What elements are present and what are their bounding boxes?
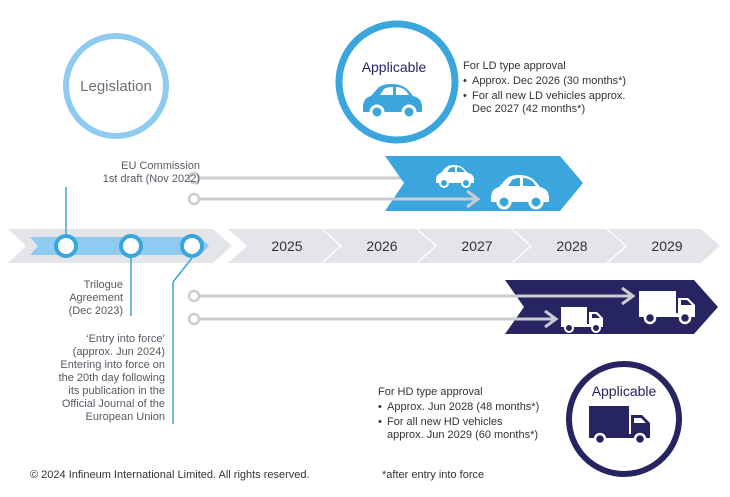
- chevron-2028: [513, 229, 625, 263]
- chevron-2025: [228, 229, 340, 263]
- entry-line: its publication in the: [68, 385, 165, 397]
- trilogue-line: (Dec 2023): [68, 305, 123, 317]
- ld-bullet: For all new LD vehicles approx. Dec 2027…: [463, 90, 725, 116]
- ld-applicable-banner: [385, 156, 583, 211]
- hd-bullet: Approx. Jun 2028 (48 months*): [378, 401, 568, 414]
- hd-info-block: For HD type approval Approx. Jun 2028 (4…: [378, 386, 568, 442]
- car-icon: [491, 175, 549, 210]
- hd-bullet-line: Approx. Jun 2028 (48 months*): [387, 401, 540, 413]
- entry-line: Entering into force on: [60, 359, 165, 371]
- ld-applicable-circle: [335, 20, 459, 144]
- connector-start: [187, 312, 201, 326]
- ld-bullets: Approx. Dec 2026 (30 months*) For all ne…: [463, 75, 725, 116]
- milestone-commission-marker: [54, 234, 78, 258]
- entry-line: ‘Entry into force’: [86, 333, 165, 345]
- year-label: 2028: [556, 238, 587, 254]
- year-label: 2025: [271, 238, 302, 254]
- footnote-text: *after entry into force: [382, 469, 485, 481]
- year-label: 2027: [461, 238, 492, 254]
- ld-connector-overlay: [200, 189, 481, 209]
- trilogue-text: Trilogue Agreement (Dec 2023): [20, 279, 123, 318]
- truck-icon: [639, 291, 695, 325]
- year-band: 2025 2026 2027 2028 2029: [8, 229, 720, 263]
- truck-icon: [589, 406, 650, 446]
- ld-heading: For LD type approval: [463, 60, 566, 72]
- hd-bullet-line: approx. Jun 2029 (60 months*): [387, 429, 539, 441]
- chevron-2027: [418, 229, 530, 263]
- ld-bullet-line: For all new LD vehicles approx.: [472, 90, 626, 102]
- year-label: 2029: [651, 238, 682, 254]
- hd-bullet-line: For all new HD vehicles: [387, 416, 503, 428]
- chevron-2026: [323, 229, 435, 263]
- legislation-circle: [63, 33, 169, 139]
- leader-entry: [172, 257, 193, 283]
- ld-info-block: For LD type approval Approx. Dec 2026 (3…: [463, 60, 725, 116]
- year-label: 2026: [366, 238, 397, 254]
- entry-line: European Union: [85, 411, 165, 423]
- chevron-2029: [608, 229, 720, 263]
- entry-line: the 20th day following: [58, 372, 165, 384]
- ld-bullet: Approx. Dec 2026 (30 months*): [463, 75, 725, 88]
- car-icon: [363, 84, 422, 120]
- connector-start: [187, 289, 201, 303]
- hd-heading: For HD type approval: [378, 386, 483, 398]
- ld-bullet-line: Approx. Dec 2026 (30 months*): [472, 75, 627, 87]
- commission-draft-text: EU Commission 1st draft (Nov 2022): [40, 160, 200, 186]
- hd-applicable-label: Applicable: [592, 383, 657, 399]
- milestone-entry-marker: [180, 234, 204, 258]
- trilogue-line: Trilogue: [83, 279, 123, 291]
- commission-line: EU Commission: [121, 160, 200, 172]
- trilogue-line: Agreement: [69, 292, 123, 304]
- legislation-label: Legislation: [80, 78, 152, 95]
- truck-icon: [561, 307, 603, 333]
- copyright-text: © 2024 Infineum International Limited. A…: [30, 469, 310, 481]
- hd-connectors: [187, 286, 636, 329]
- milestone-trilogue-marker: [119, 234, 143, 258]
- connector-start: [187, 192, 201, 206]
- hd-bullets: Approx. Jun 2028 (48 months*) For all ne…: [378, 401, 568, 442]
- ld-bullet-line: Dec 2027 (42 months*): [472, 103, 586, 115]
- entry-into-force-text: ‘Entry into force’ (approx. Jun 2024) En…: [30, 333, 165, 424]
- entry-line: Official Journal of the: [61, 398, 165, 410]
- entry-line: (approx. Jun 2024): [72, 346, 165, 358]
- ld-applicable-label: Applicable: [362, 59, 427, 75]
- commission-line: 1st draft (Nov 2022): [102, 173, 200, 185]
- car-icon: [436, 165, 474, 188]
- hd-bullet: For all new HD vehicles approx. Jun 2029…: [378, 416, 568, 442]
- connector-start: [187, 171, 201, 185]
